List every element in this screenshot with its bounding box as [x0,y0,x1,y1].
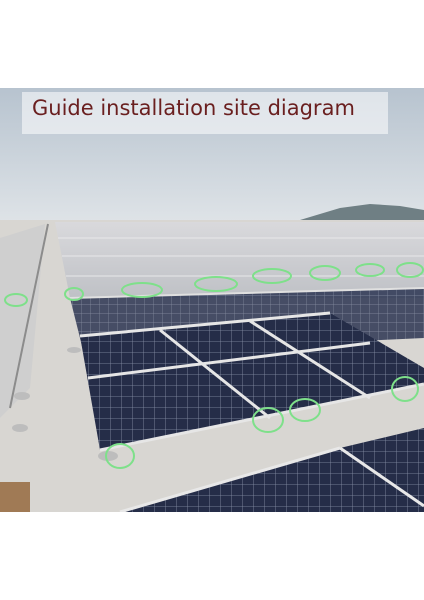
rooftop-solar-scene [0,88,424,512]
clamp-marker [64,287,84,301]
clamp-marker [355,263,385,277]
caption-title: Guide installation site diagram [32,96,355,120]
clamp-highlights [4,262,424,469]
installation-photo [0,88,424,512]
clamp-marker [4,293,28,307]
clamp-marker [289,398,321,422]
clamp-marker [194,276,238,292]
cardboard-box [0,482,30,512]
clamp-marker [391,376,419,402]
distant-hills [300,204,424,222]
edge-rail [9,223,49,409]
clamp-marker [121,282,163,298]
far-panel-field [55,222,424,298]
left-panel-strip [0,224,45,418]
clamp-marker [396,262,424,278]
panel-frames [79,311,424,452]
clamp-marker [252,268,292,284]
clamp-marker [309,265,341,281]
clamp-marker [105,443,135,469]
support-feet [12,347,118,461]
clamp-marker [252,407,284,433]
caption-banner [22,92,388,134]
